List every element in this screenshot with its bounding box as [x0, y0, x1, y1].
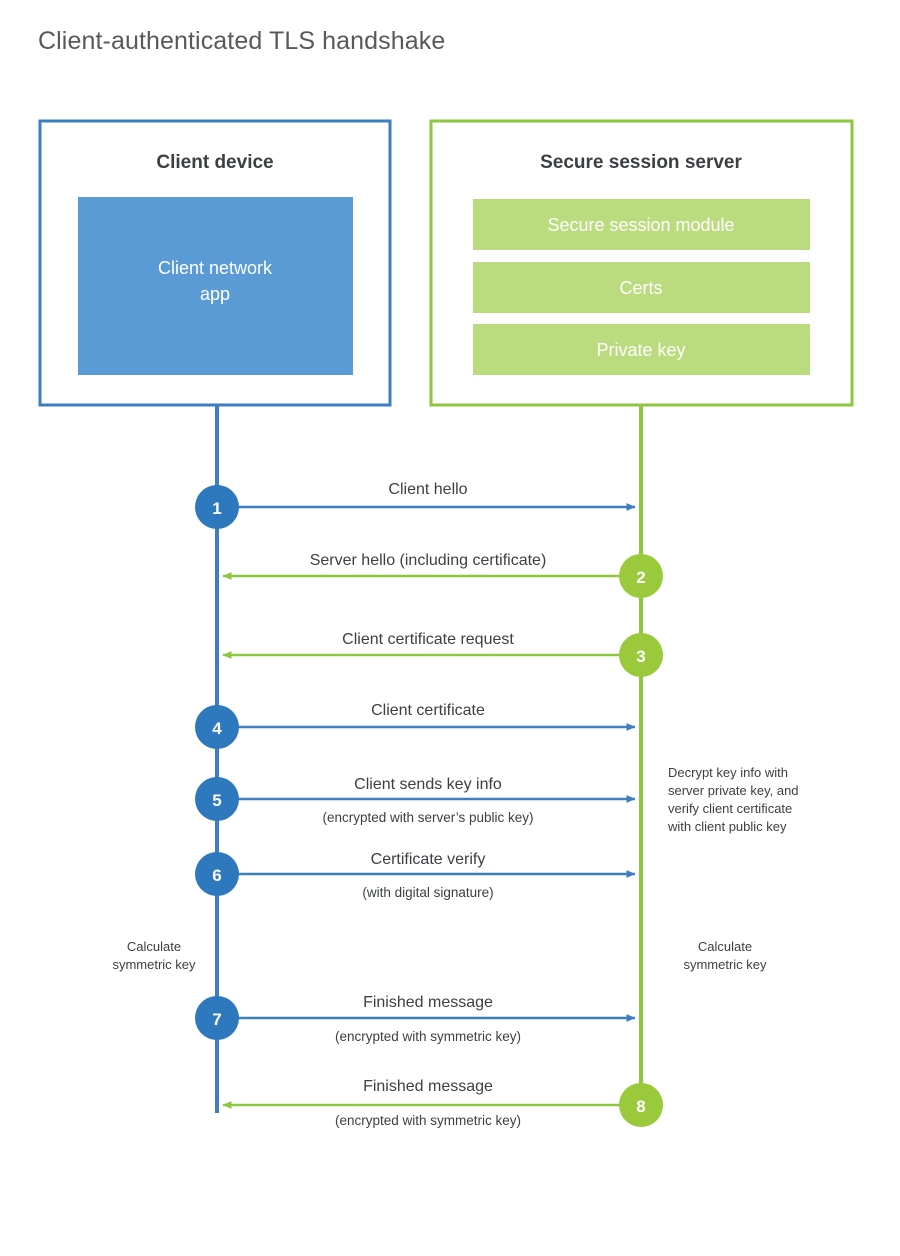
- step-7-marker: [195, 996, 239, 1040]
- step-1-group: Client hello 1: [195, 481, 636, 529]
- server-decrypt-note: Decrypt key info with server private key…: [667, 765, 799, 834]
- step-4-marker: [195, 705, 239, 749]
- step-7-sublabel: (encrypted with symmetric key): [335, 1029, 521, 1044]
- certs-label: Certs: [619, 278, 662, 298]
- server-calculate-note: Calculate symmetric key: [683, 939, 767, 972]
- step-1-marker: [195, 485, 239, 529]
- secure-session-server-title: Secure session server: [540, 152, 742, 173]
- step-6-sublabel: (with digital signature): [362, 885, 493, 900]
- step-1-number: 1: [212, 499, 221, 518]
- step-2-marker: [619, 554, 663, 598]
- step-3-marker: [619, 633, 663, 677]
- step-8-label: Finished message: [363, 1078, 493, 1095]
- step-2-group: Server hello (including certificate) 2: [222, 552, 663, 598]
- private-key-label: Private key: [596, 340, 685, 360]
- step-3-number: 3: [636, 647, 645, 666]
- step-5-number: 5: [212, 791, 221, 810]
- server-decrypt-note-line-2: server private key, and: [668, 783, 799, 798]
- step-4-label: Client certificate: [371, 702, 485, 719]
- step-7-group: Finished message (encrypted with symmetr…: [195, 994, 636, 1044]
- step-5-group: Client sends key info (encrypted with se…: [195, 776, 636, 825]
- step-4-number: 4: [212, 719, 222, 738]
- step-4-group: Client certificate 4: [195, 702, 636, 749]
- client-device-title: Client device: [156, 152, 273, 173]
- secure-session-module-bar: [473, 199, 810, 250]
- step-3-group: Client certificate request 3: [222, 631, 663, 677]
- step-1-label: Client hello: [388, 481, 467, 498]
- server-decrypt-note-line-1: Decrypt key info with: [668, 765, 788, 780]
- step-2-number: 2: [636, 568, 645, 587]
- step-6-marker: [195, 852, 239, 896]
- server-calculate-note-line-2: symmetric key: [683, 957, 767, 972]
- step-8-marker: [619, 1083, 663, 1127]
- step-6-group: Certificate verify (with digital signatu…: [195, 851, 636, 900]
- step-6-label: Certificate verify: [371, 851, 486, 868]
- step-8-group: Finished message (encrypted with symmetr…: [222, 1078, 663, 1128]
- private-key-bar: [473, 324, 810, 375]
- server-decrypt-note-line-4: with client public key: [667, 819, 787, 834]
- client-network-app-label-line2: app: [200, 284, 230, 304]
- client-calculate-note-line-1: Calculate: [127, 939, 181, 954]
- step-2-label: Server hello (including certificate): [310, 552, 547, 569]
- client-network-app-label-line1: Client network: [158, 258, 273, 278]
- step-8-number: 8: [636, 1097, 645, 1116]
- step-7-number: 7: [212, 1010, 221, 1029]
- client-calculate-note-line-2: symmetric key: [112, 957, 196, 972]
- client-device-panel: Client device Client network app: [38, 119, 392, 407]
- step-8-sublabel: (encrypted with symmetric key): [335, 1113, 521, 1128]
- page-title: Client-authenticated TLS handshake: [38, 27, 446, 55]
- secure-session-server-panel: Secure session server Secure session mod…: [429, 119, 854, 407]
- client-network-app-box: [78, 197, 353, 375]
- secure-session-module-label: Secure session module: [547, 215, 734, 235]
- step-5-sublabel: (encrypted with server’s public key): [322, 810, 533, 825]
- certs-bar: [473, 262, 810, 313]
- step-5-marker: [195, 777, 239, 821]
- server-decrypt-note-line-3: verify client certificate: [668, 801, 792, 816]
- server-calculate-note-line-1: Calculate: [698, 939, 752, 954]
- step-6-number: 6: [212, 866, 221, 885]
- step-5-label: Client sends key info: [354, 776, 502, 793]
- step-7-label: Finished message: [363, 994, 493, 1011]
- step-3-label: Client certificate request: [342, 631, 514, 648]
- client-calculate-note: Calculate symmetric key: [112, 939, 196, 972]
